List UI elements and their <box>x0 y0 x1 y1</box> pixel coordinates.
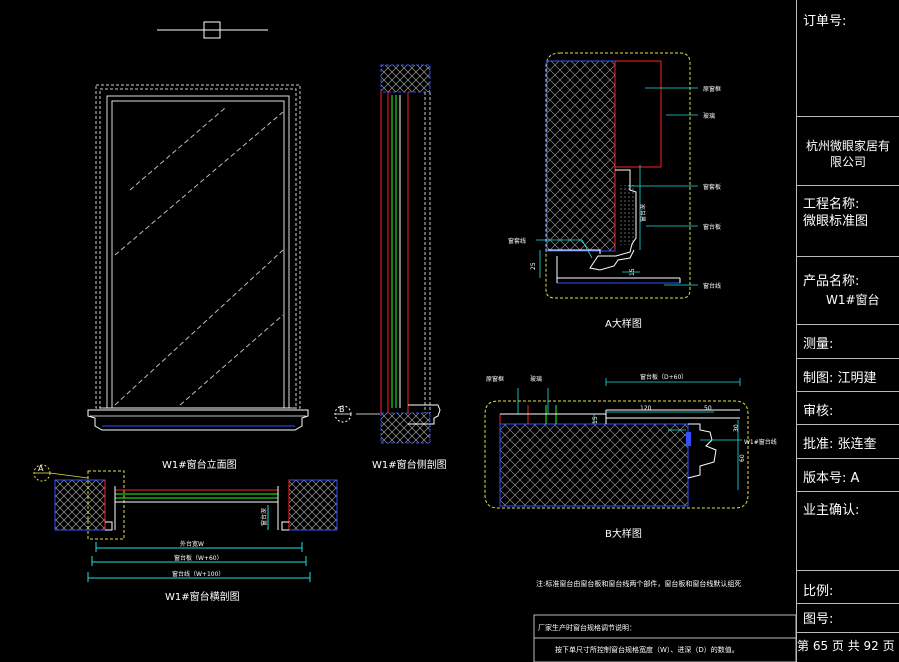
notes-box-title: 厂家生产时窗台规格调节说明： <box>538 623 636 632</box>
detail-a-title: A大样图 <box>605 317 642 330</box>
top-marker <box>157 21 268 39</box>
cross-section-title: W1#窗台横剖图 <box>165 590 240 603</box>
cross-dim-1: 外台宽W <box>180 540 204 548</box>
cross-dim-3: 窗台线（W+100） <box>172 570 224 578</box>
version-number: 版本号: A <box>803 471 860 486</box>
scale-label: 比例: <box>803 584 834 599</box>
callout-b-label: B <box>339 405 345 414</box>
detail-a-view <box>536 52 698 299</box>
detail-a-dim-bottom: 15 <box>629 268 636 276</box>
drawn-by: 制图: 江明建 <box>803 371 877 386</box>
tb-divider <box>796 632 899 633</box>
project-name-label: 工程名称: <box>803 197 860 212</box>
approved-by: 批准: 张连奎 <box>803 437 877 452</box>
review-label: 审核: <box>803 404 834 419</box>
detail-b-title: B大样图 <box>605 527 642 540</box>
side-section-title: W1#窗台侧剖图 <box>372 458 447 471</box>
project-name-value: 微眼标准图 <box>803 214 869 229</box>
remark-note: 注:标准窗台由窗台板和窗台线两个部件，窗台板和窗台线默认组死 <box>536 579 741 588</box>
tb-divider <box>796 424 899 425</box>
detail-b-dim-50: 50 <box>704 405 712 412</box>
tb-divider <box>796 116 899 117</box>
owner-confirm-label: 业主确认: <box>803 503 860 518</box>
elevation-view <box>87 84 309 431</box>
page-indicator: 第 65 页 共 92 页 <box>797 639 895 653</box>
detail-a-label-3: 窗套板 <box>703 183 721 191</box>
product-name-label: 产品名称: <box>803 274 860 289</box>
detail-b-dim-15: 15 <box>592 416 599 424</box>
detail-b-label-2: 玻璃 <box>530 375 542 383</box>
tb-divider <box>796 391 899 392</box>
tb-divider <box>796 256 899 257</box>
detail-b-dim-30: 30 <box>733 424 740 432</box>
detail-a-label-1: 原窗框 <box>703 85 721 93</box>
measure-label: 测量: <box>803 337 834 352</box>
callout-b-marker <box>334 405 352 423</box>
callout-a-label: A <box>38 464 44 473</box>
drawing-number-label: 图号: <box>803 612 834 627</box>
cross-dim-2: 窗台板（W+60） <box>174 554 223 562</box>
tb-divider <box>796 458 899 459</box>
cross-dim-depth: 窗台深 <box>260 508 268 526</box>
detail-b-width: 窗台板（D+60） <box>640 373 687 381</box>
cross-section-view <box>54 470 338 582</box>
tb-divider <box>796 358 899 359</box>
order-number-label: 订单号: <box>803 14 847 29</box>
callout-a-marker <box>33 464 89 482</box>
detail-a-label-5: 窗台线 <box>703 282 721 290</box>
tb-divider <box>796 491 899 492</box>
detail-a-label-2: 玻璃 <box>703 112 715 120</box>
product-name-value: W1#窗台 <box>826 293 880 307</box>
detail-a-depth: 窗台深 <box>639 204 647 222</box>
detail-b-view <box>484 378 749 509</box>
detail-b-dim-120: 120 <box>640 405 652 412</box>
notes-box-line: 按下单尺寸所控制窗台规格宽度（W）、进深（D）的数值。 <box>555 645 739 654</box>
tb-divider <box>796 324 899 325</box>
title-block-border <box>796 0 797 662</box>
elevation-title: W1#窗台立面图 <box>162 458 237 471</box>
notes-box <box>533 614 797 662</box>
company-name: 杭州微眼家居有限公司 <box>805 139 890 169</box>
detail-b-right-label: W1#窗台线 <box>744 438 777 446</box>
detail-b-label-1: 原窗框 <box>486 375 504 383</box>
side-section-view <box>356 64 441 444</box>
tb-divider <box>796 603 899 604</box>
tb-divider <box>796 570 899 571</box>
detail-a-dim-left: 25 <box>530 262 537 270</box>
detail-a-label-4: 窗台板 <box>703 223 721 231</box>
tb-divider <box>796 185 899 186</box>
detail-b-dim-60: 60 <box>739 454 746 462</box>
detail-a-label-6: 窗套线 <box>508 237 526 245</box>
